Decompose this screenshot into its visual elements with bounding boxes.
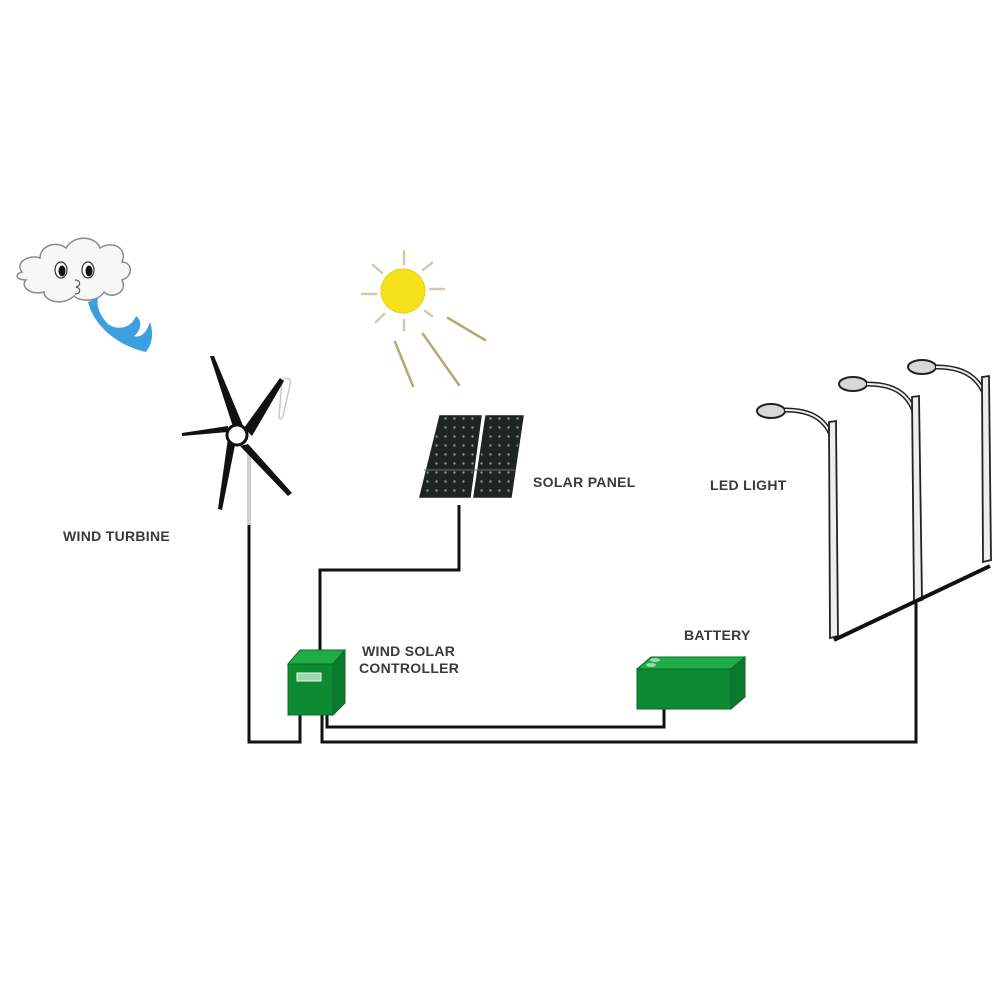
wire-controller-to-battery bbox=[325, 709, 666, 729]
street-lamp-icon bbox=[838, 376, 923, 604]
label-solar-panel: SOLAR PANEL bbox=[533, 474, 636, 490]
label-wind-turbine: WIND TURBINE bbox=[63, 528, 170, 544]
street-lamp-icon bbox=[907, 359, 992, 564]
wiring bbox=[247, 505, 918, 744]
solar-panel-icon bbox=[419, 415, 524, 498]
label-controller-line1: WIND SOLAR bbox=[362, 643, 455, 659]
controller-box-icon bbox=[286, 648, 347, 717]
sun-icon bbox=[360, 249, 487, 388]
led-lights-group bbox=[756, 359, 992, 642]
street-lamp-icon bbox=[756, 403, 839, 640]
wire-turbine-to-controller bbox=[247, 525, 302, 744]
label-controller-line2: CONTROLLER bbox=[359, 660, 459, 676]
blowing-cloud-icon bbox=[16, 237, 153, 352]
label-battery: BATTERY bbox=[684, 627, 751, 643]
wire-panel-to-controller bbox=[318, 505, 461, 650]
wind-turbine-icon bbox=[182, 356, 292, 525]
wire-controller-to-lights bbox=[320, 603, 918, 744]
label-led-light: LED LIGHT bbox=[710, 477, 787, 493]
battery-icon bbox=[635, 655, 747, 711]
lamp-ground-wire bbox=[833, 564, 991, 642]
